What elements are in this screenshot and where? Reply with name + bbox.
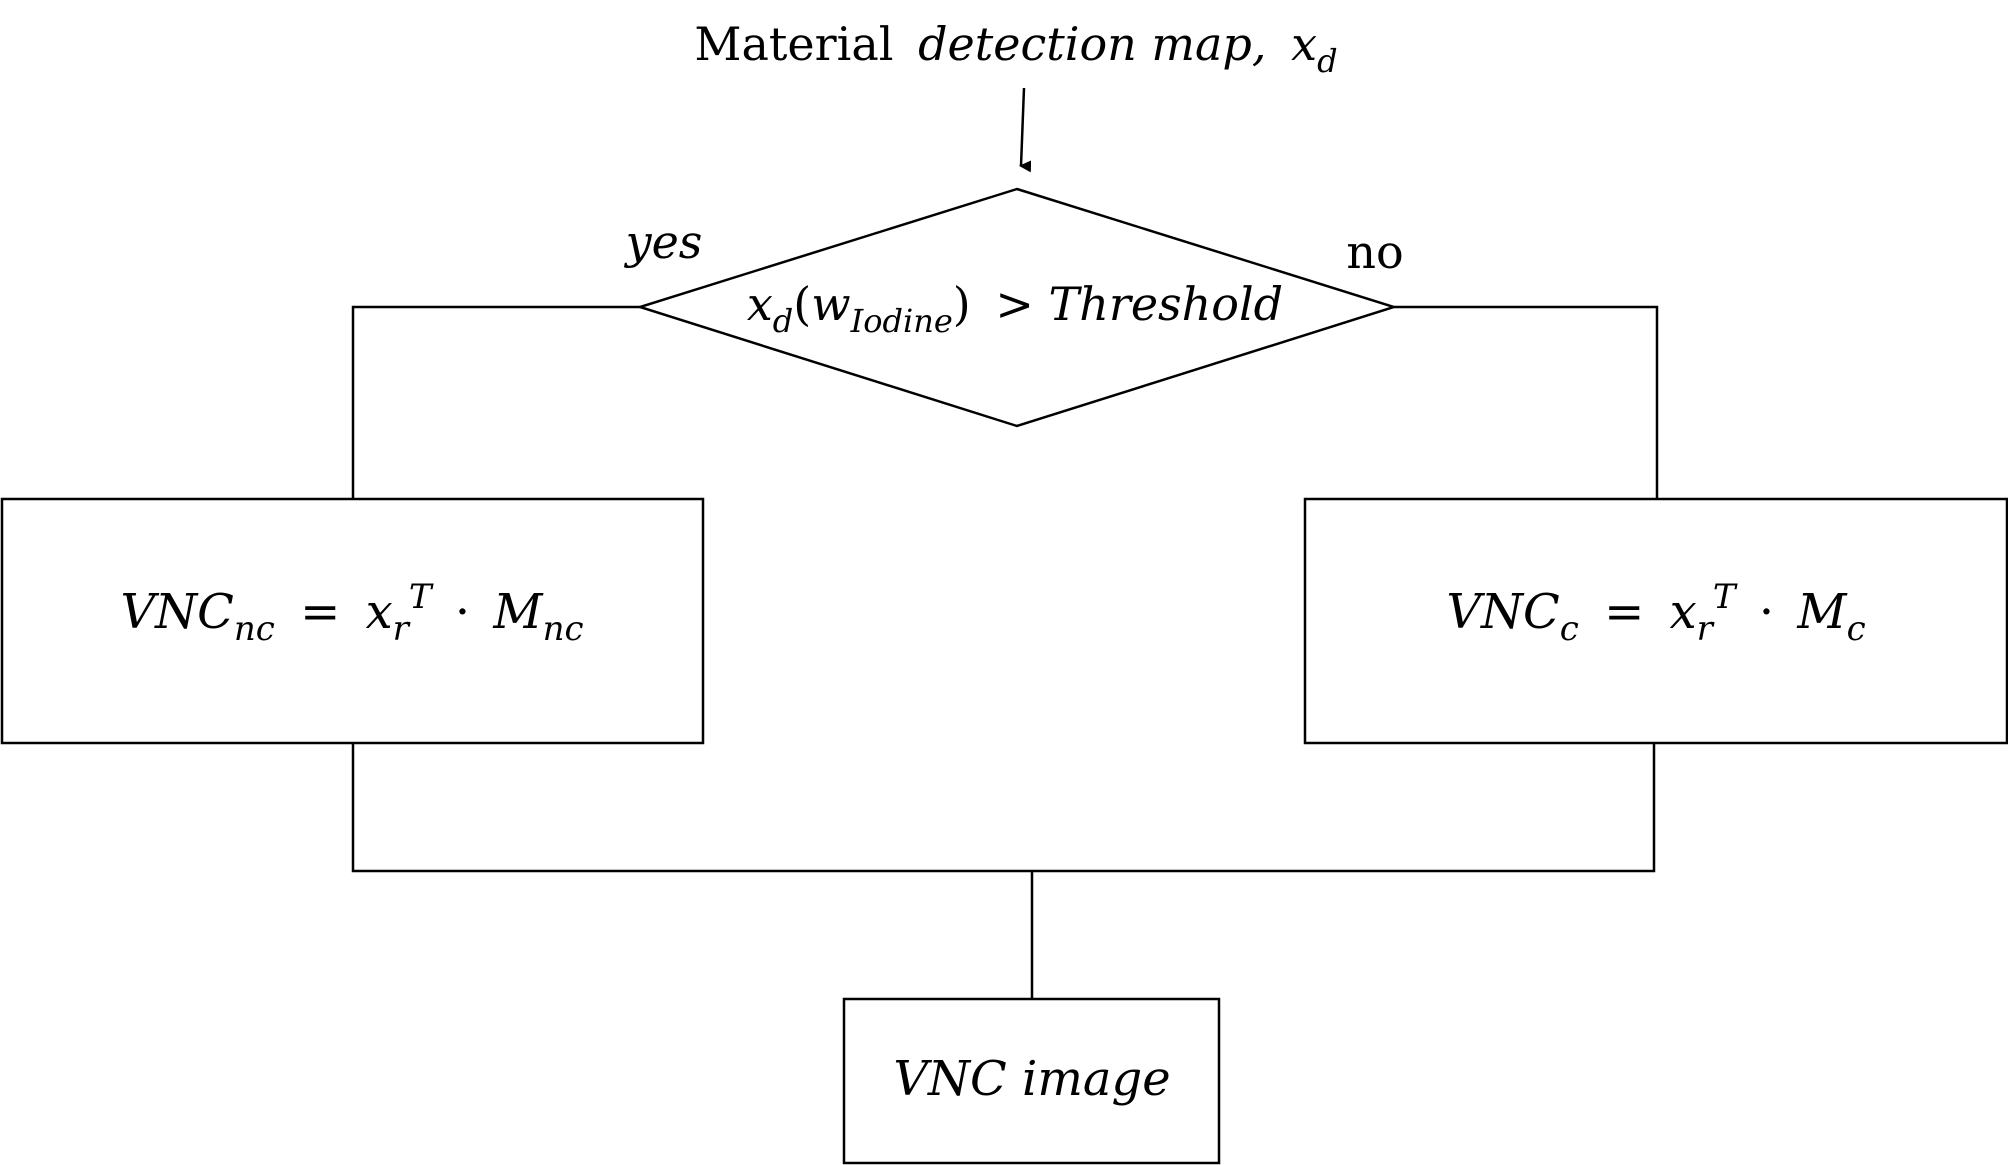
decision-rest: > Threshold — [995, 277, 1283, 331]
left-dot: · — [455, 584, 470, 640]
right-lhs-sub: c — [1560, 609, 1579, 649]
decision-var: x — [747, 277, 773, 331]
right-dot: · — [1759, 584, 1774, 640]
left-lhs: VNC — [120, 584, 233, 640]
left-x: x — [366, 584, 393, 640]
left-formula-box — [0, 497, 705, 745]
right-eq: = — [1604, 584, 1644, 640]
right-formula: VNCc = xrT · Mc — [1446, 564, 1865, 652]
right-lhs: VNC — [1446, 584, 1559, 640]
input-label-italic: detection map, — [918, 17, 1266, 71]
output-box — [842, 997, 1221, 1165]
left-lhs-sub: nc — [234, 609, 275, 649]
right-x: x — [1670, 584, 1697, 640]
input-label-roman: Material — [694, 17, 893, 71]
input-arrow — [1019, 87, 1032, 173]
yes-connector — [351, 305, 640, 499]
left-x-sup: T — [409, 577, 434, 617]
left-formula: VNCnc = xrT · Mnc — [120, 564, 583, 652]
left-x-sub: r — [393, 609, 411, 649]
merge-connector — [351, 743, 1656, 873]
right-m-sub: c — [1847, 609, 1866, 649]
decision-condition: xd(wIodine) > Threshold — [747, 277, 1283, 340]
decision-var-sub: d — [773, 302, 793, 340]
decision-w: w — [811, 277, 850, 331]
right-formula-box — [1303, 497, 2008, 745]
decision-w-sub: Iodine — [850, 302, 953, 340]
no-label: no — [1346, 225, 1403, 279]
right-x-sub: r — [1697, 609, 1715, 649]
left-m: M — [492, 584, 544, 640]
left-m-sub: nc — [543, 609, 584, 649]
decision-paren-open: ( — [793, 277, 811, 331]
input-var: x — [1291, 17, 1317, 71]
left-eq: = — [300, 584, 340, 640]
yes-label: yes — [624, 215, 703, 269]
decision-diamond — [635, 187, 1399, 428]
no-connector — [1394, 305, 1659, 499]
right-x-sup: T — [1713, 577, 1738, 617]
output-label: VNC image — [893, 1051, 1170, 1107]
right-m: M — [1796, 584, 1848, 640]
input-label: Material detection map, xd — [694, 17, 1337, 80]
input-var-sub: d — [1317, 42, 1337, 80]
decision-paren-close: ) — [953, 277, 971, 331]
